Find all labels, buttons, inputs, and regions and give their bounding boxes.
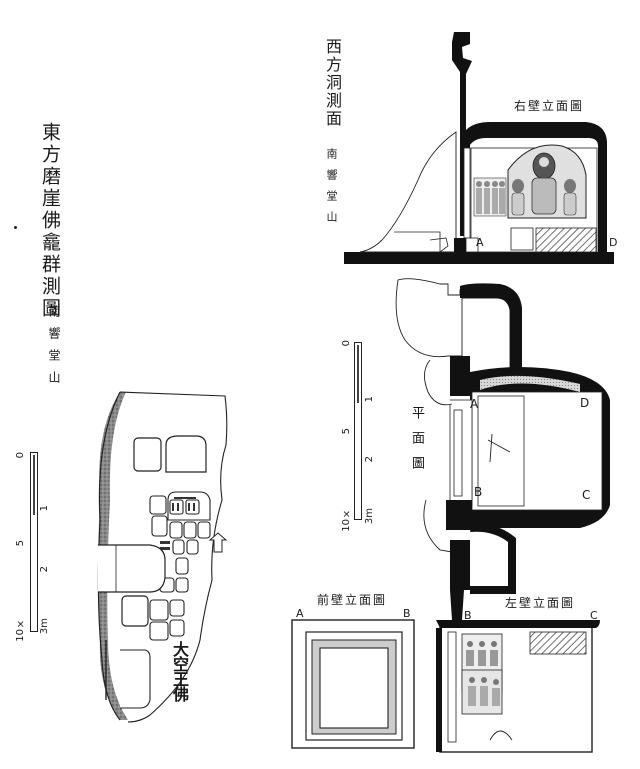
point-d-plan: D bbox=[580, 396, 590, 410]
mid-scale-bar-body bbox=[354, 342, 362, 520]
left-scale-bar-body bbox=[30, 452, 38, 632]
cliff-top-line bbox=[119, 391, 228, 723]
mid-scale-fill bbox=[357, 345, 359, 403]
niche-bottom-tall bbox=[120, 649, 151, 709]
point-a-front: A bbox=[296, 607, 304, 620]
niche-lower-1 bbox=[121, 595, 149, 627]
niche-lower-4 bbox=[169, 599, 185, 617]
cliff-rock-shadow bbox=[98, 392, 128, 720]
plan-label: 平面圖 bbox=[409, 406, 424, 481]
right-wall-label: 右壁立面圖 bbox=[514, 99, 585, 113]
left-scale-fill bbox=[33, 455, 35, 515]
niche-upper-2 bbox=[165, 435, 207, 473]
plan-drawing bbox=[395, 278, 610, 620]
right-wall-elevation bbox=[344, 32, 614, 264]
left-title: 東方磨崖佛龕群測圖 bbox=[39, 122, 61, 320]
right-subtitle: 南響堂山 bbox=[325, 148, 338, 232]
point-a-right-wall: A bbox=[476, 236, 484, 249]
left-subtitle: 南響堂山 bbox=[47, 305, 61, 393]
front-wall-elevation bbox=[291, 619, 415, 749]
point-b-front: B bbox=[403, 607, 411, 620]
niche-carvings bbox=[160, 497, 196, 550]
niche-lower-5 bbox=[169, 619, 185, 637]
point-c-plan: C bbox=[582, 488, 591, 502]
left-wall-elevation bbox=[436, 620, 600, 753]
point-c-left: C bbox=[590, 609, 598, 622]
small-pagoda bbox=[208, 532, 228, 553]
niche-upper-1 bbox=[133, 437, 162, 472]
point-a-plan: A bbox=[470, 397, 479, 411]
front-wall-label: 前壁立面圖 bbox=[317, 593, 388, 607]
niche-large-horizontal bbox=[98, 544, 166, 593]
inscription-text: 大空王佛 bbox=[170, 641, 189, 701]
point-b-plan: B bbox=[474, 485, 483, 499]
point-b-left: B bbox=[464, 609, 472, 622]
niche-lower-3 bbox=[149, 621, 169, 641]
stray-dot bbox=[14, 226, 17, 229]
point-d-right-wall: D bbox=[609, 236, 618, 249]
left-wall-label: 左壁立面圖 bbox=[505, 596, 576, 610]
right-title: 西方洞測面 bbox=[323, 38, 342, 128]
niche-lower-2 bbox=[149, 599, 169, 621]
